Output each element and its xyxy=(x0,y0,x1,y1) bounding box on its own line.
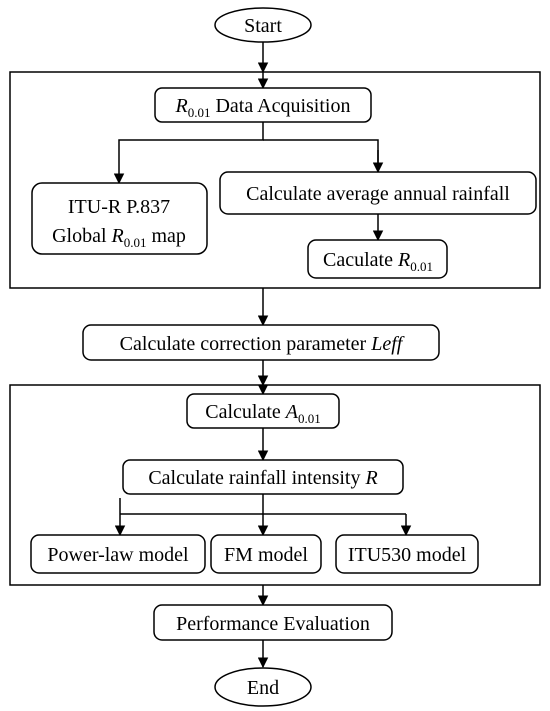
attenuation-group-frame xyxy=(9,384,541,586)
calc-a-node: Calculate A0.01 xyxy=(186,393,340,429)
correction-node: Calculate correction parameter Leff xyxy=(82,324,440,361)
acquisition-group-frame xyxy=(9,71,541,289)
average-rainfall-label: Calculate average annual rainfall xyxy=(246,183,510,205)
itu-r-symbol: R xyxy=(111,225,124,247)
caculate-r-node: Caculate R0.01 xyxy=(307,239,448,279)
data-acquisition-node: R0.01 Data Acquisition xyxy=(154,87,372,123)
fm-model-node: FM model xyxy=(210,534,322,574)
itu-line1: ITU-R P.837 xyxy=(68,196,170,218)
performance-label: Performance Evaluation xyxy=(176,613,370,635)
rain-intensity-text: Calculate rainfall intensity xyxy=(148,467,365,489)
r-symbol: R xyxy=(175,95,188,117)
itu530-label: ITU530 model xyxy=(348,544,467,566)
start-node: Start xyxy=(214,7,312,43)
start-label: Start xyxy=(244,15,282,37)
data-acquisition-text: Data Acquisition xyxy=(215,95,350,117)
branch-acquisition-right xyxy=(263,139,379,172)
a-symbol: A xyxy=(284,401,299,423)
r-subscript: 0.01 xyxy=(188,105,211,120)
power-law-node: Power-law model xyxy=(30,534,206,574)
data-acquisition-label: R0.01 Data Acquisition xyxy=(175,95,351,120)
caculate-r-symbol: R xyxy=(397,249,410,271)
end-label: End xyxy=(247,677,279,699)
itu-map-text: map xyxy=(151,225,185,247)
correction-label: Calculate correction parameter Leff xyxy=(120,333,405,355)
caculate-r-label: Caculate R0.01 xyxy=(323,249,433,274)
fm-model-label: FM model xyxy=(224,544,308,566)
itu530-node: ITU530 model xyxy=(335,534,479,574)
connectors xyxy=(113,42,412,669)
caculate-r-subscript: 0.01 xyxy=(410,259,433,274)
correction-text: Calculate correction parameter xyxy=(120,333,372,355)
end-node: End xyxy=(214,667,312,707)
rain-intensity-label: Calculate rainfall intensity R xyxy=(148,467,377,489)
calc-a-label: Calculate A0.01 xyxy=(205,401,321,426)
itu-global-text: Global xyxy=(52,225,111,247)
itu-line2: Global R0.01 map xyxy=(52,225,186,250)
performance-node: Performance Evaluation xyxy=(153,604,393,641)
rain-intensity-r: R xyxy=(364,467,377,489)
calc-a-text: Calculate xyxy=(205,401,286,423)
power-law-label: Power-law model xyxy=(47,544,189,566)
branch-acquisition xyxy=(113,122,264,185)
itu-r-subscript: 0.01 xyxy=(124,235,147,250)
rain-intensity-node: Calculate rainfall intensity R xyxy=(122,459,404,495)
a-subscript: 0.01 xyxy=(298,411,321,426)
itu-map-node: ITU-R P.837 Global R0.01 map xyxy=(31,182,208,255)
average-rainfall-node: Calculate average annual rainfall xyxy=(219,171,537,215)
caculate-text: Caculate xyxy=(323,249,398,271)
leff-symbol: Leff xyxy=(370,333,405,355)
